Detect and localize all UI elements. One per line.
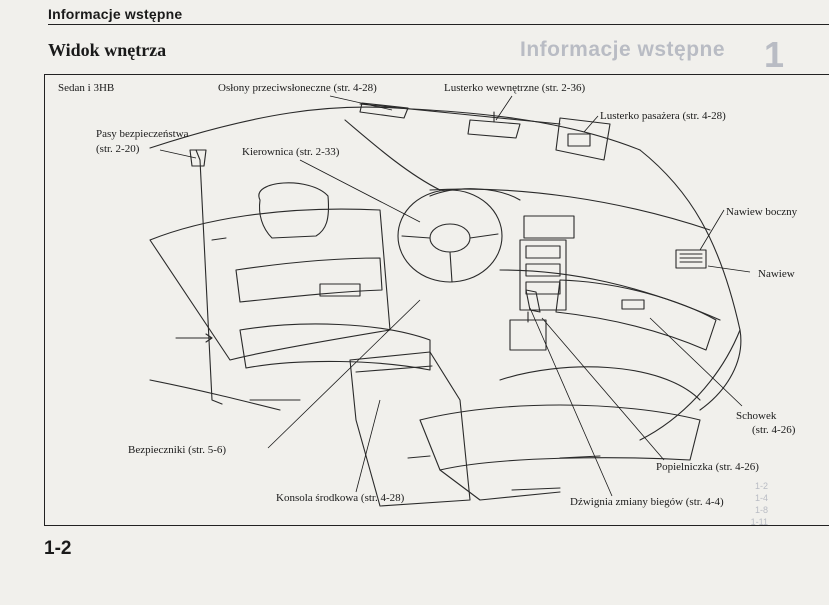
label-glove-box-line2: (str. 4-26) <box>752 424 796 436</box>
leader-steering-wheel <box>299 159 421 223</box>
leader-ashtray <box>541 317 665 461</box>
bleed-through-number: 1 <box>764 34 785 75</box>
bleed-through-index: 1-2 1-4 1-8 1-11 <box>598 480 768 528</box>
label-passenger-mirror: Lusterko pasażera (str. 4-28) <box>600 110 726 122</box>
bleed-through-index-line: 1-2 <box>754 481 768 491</box>
header-rule <box>48 24 829 25</box>
bleed-through-index-line: 1-8 <box>754 505 768 515</box>
driver-seat-back <box>258 182 330 239</box>
side-vent-shape <box>675 249 707 269</box>
leader-sun-visors <box>329 95 393 111</box>
header-title: Informacje wstępne <box>48 6 183 22</box>
page-number: 1-2 <box>44 538 72 559</box>
bleed-through-index-line: 1-4 <box>754 493 768 503</box>
center-console-shape <box>349 351 471 507</box>
glove-box <box>555 279 717 351</box>
label-gear-lever: Dźwignia zmiany biegów (str. 4-4) <box>570 496 724 508</box>
sun-visor-left <box>359 102 409 119</box>
right-body-line <box>639 149 742 411</box>
glove-box-latch <box>621 299 645 310</box>
variant-label: Sedan i 3HB <box>58 82 115 94</box>
leader-passenger-mirror <box>583 115 599 133</box>
sun-visor-right <box>555 117 611 161</box>
leader-gear-lever <box>529 307 613 497</box>
label-inside-mirror: Lusterko wewnętrzne (str. 2-36) <box>444 82 586 94</box>
leader-glove-box <box>649 317 743 407</box>
leader-center-console <box>355 399 381 493</box>
label-side-vent: Nawiew boczny <box>726 206 798 218</box>
leader-vent <box>707 265 751 273</box>
label-glove-box-line1: Schowek <box>736 410 777 422</box>
label-ashtray: Popielniczka (str. 4-26) <box>656 461 759 473</box>
door-armrest <box>235 257 383 303</box>
label-vent: Nawiew <box>758 268 795 280</box>
leader-fuses <box>267 299 421 449</box>
label-seat-belts-line1: Pasy bezpieczeństwa <box>96 128 189 140</box>
dashboard-top <box>429 188 711 231</box>
center-stack <box>519 239 567 311</box>
windshield-header <box>359 103 561 125</box>
seat-belt-pillar <box>195 149 223 405</box>
center-vent-shape <box>523 215 575 239</box>
driver-seat-cushion <box>239 323 431 371</box>
leader-side-vent <box>699 209 725 251</box>
leader-inside-mirror <box>495 95 513 121</box>
door-switches <box>319 283 361 297</box>
label-seat-belts-line2: (str. 2-20) <box>96 143 140 155</box>
section-title: Widok wnętrza <box>48 40 167 60</box>
passenger-seat <box>419 404 701 471</box>
bleed-through-index-line: 1-11 <box>750 517 768 527</box>
label-steering-wheel: Kierownica (str. 2-33) <box>242 146 340 158</box>
dashboard-front <box>499 269 721 321</box>
a-pillar-left <box>344 119 441 191</box>
inside-mirror <box>467 119 521 139</box>
leader-seat-belts <box>159 149 197 159</box>
bleed-through-title: Informacje wstępne <box>520 38 726 61</box>
gear-lever-shape <box>525 289 541 313</box>
label-fuses: Bezpieczniki (str. 5-6) <box>128 444 227 456</box>
roof-line <box>149 106 641 151</box>
vanity-mirror <box>567 133 591 147</box>
figure-frame <box>44 74 829 526</box>
label-center-console: Konsola środkowa (str. 4-28) <box>276 492 405 504</box>
label-sun-visors: Osłony przeciwsłoneczne (str. 4-28) <box>218 82 377 94</box>
